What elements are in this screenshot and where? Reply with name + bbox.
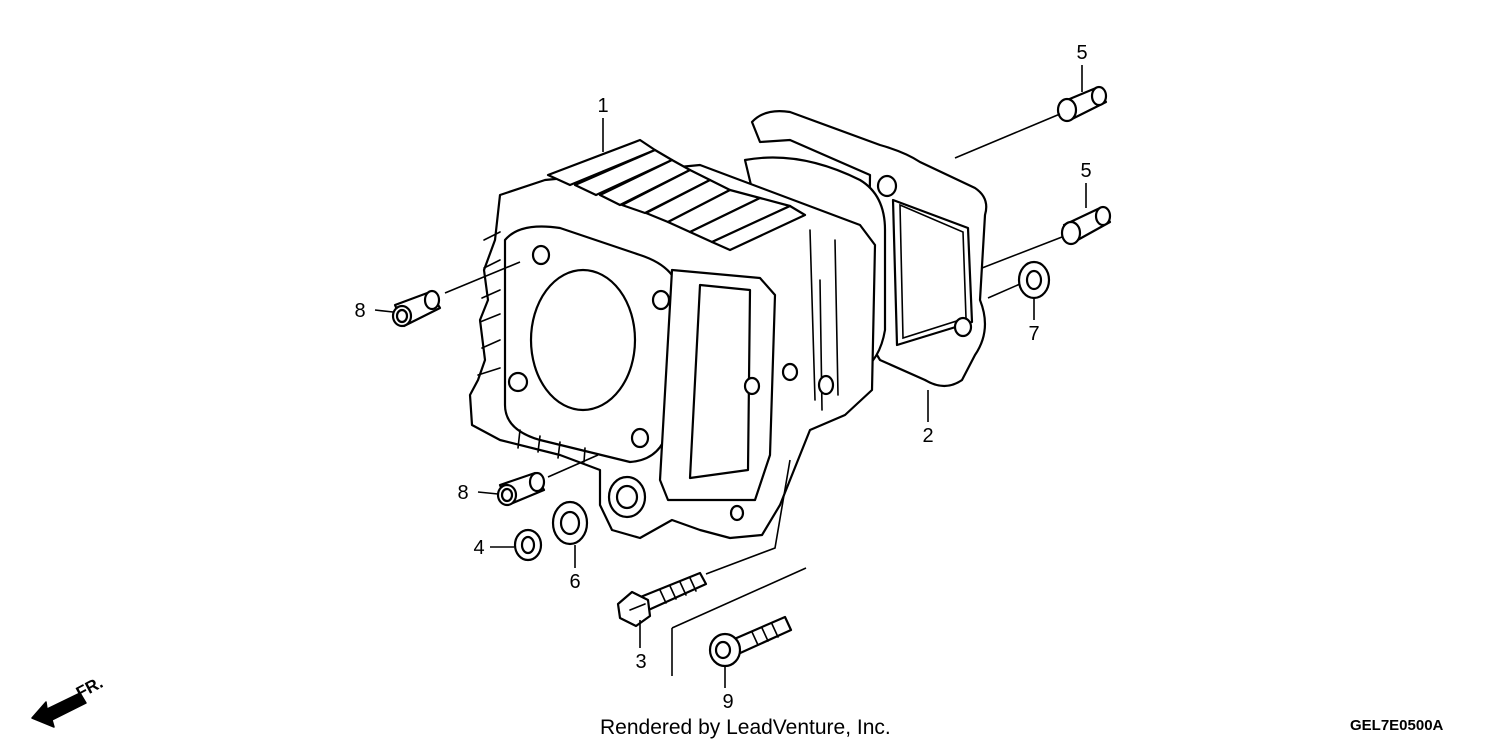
washer-4[interactable] bbox=[513, 528, 543, 562]
arrow-icon bbox=[31, 692, 87, 728]
callout-3: 3 bbox=[635, 651, 646, 673]
callout-9: 9 bbox=[722, 691, 733, 713]
flange-bolt-3[interactable] bbox=[616, 571, 708, 628]
dowel-pin-upper[interactable] bbox=[391, 289, 442, 328]
callout-8-upper: 8 bbox=[354, 300, 365, 322]
diagram-code: GEL7E0500A bbox=[1350, 717, 1444, 734]
washer-7[interactable] bbox=[1017, 260, 1051, 300]
cylinder[interactable] bbox=[468, 138, 887, 540]
callout-8-lower: 8 bbox=[457, 482, 468, 504]
socket-bolt-9[interactable] bbox=[708, 615, 793, 668]
callout-2: 2 bbox=[922, 425, 933, 447]
front-direction-arrow: FR. bbox=[31, 673, 106, 728]
dowel-pin-lower[interactable] bbox=[496, 471, 546, 507]
collar-5-lower[interactable] bbox=[1060, 205, 1112, 246]
leader-lines bbox=[374, 65, 1087, 688]
collar-5-upper[interactable] bbox=[1056, 85, 1108, 123]
callout-5-upper: 5 bbox=[1076, 42, 1087, 64]
callout-7: 7 bbox=[1028, 323, 1039, 345]
callouts: 1 2 3 4 5 5 6 7 8 8 9 bbox=[354, 42, 1091, 713]
render-credit: Rendered by LeadVenture, Inc. bbox=[600, 716, 891, 739]
washer-6[interactable] bbox=[551, 500, 589, 546]
callout-1: 1 bbox=[597, 95, 608, 117]
callout-6: 6 bbox=[569, 571, 580, 593]
callout-4: 4 bbox=[473, 537, 484, 559]
callout-5-lower: 5 bbox=[1080, 160, 1091, 182]
